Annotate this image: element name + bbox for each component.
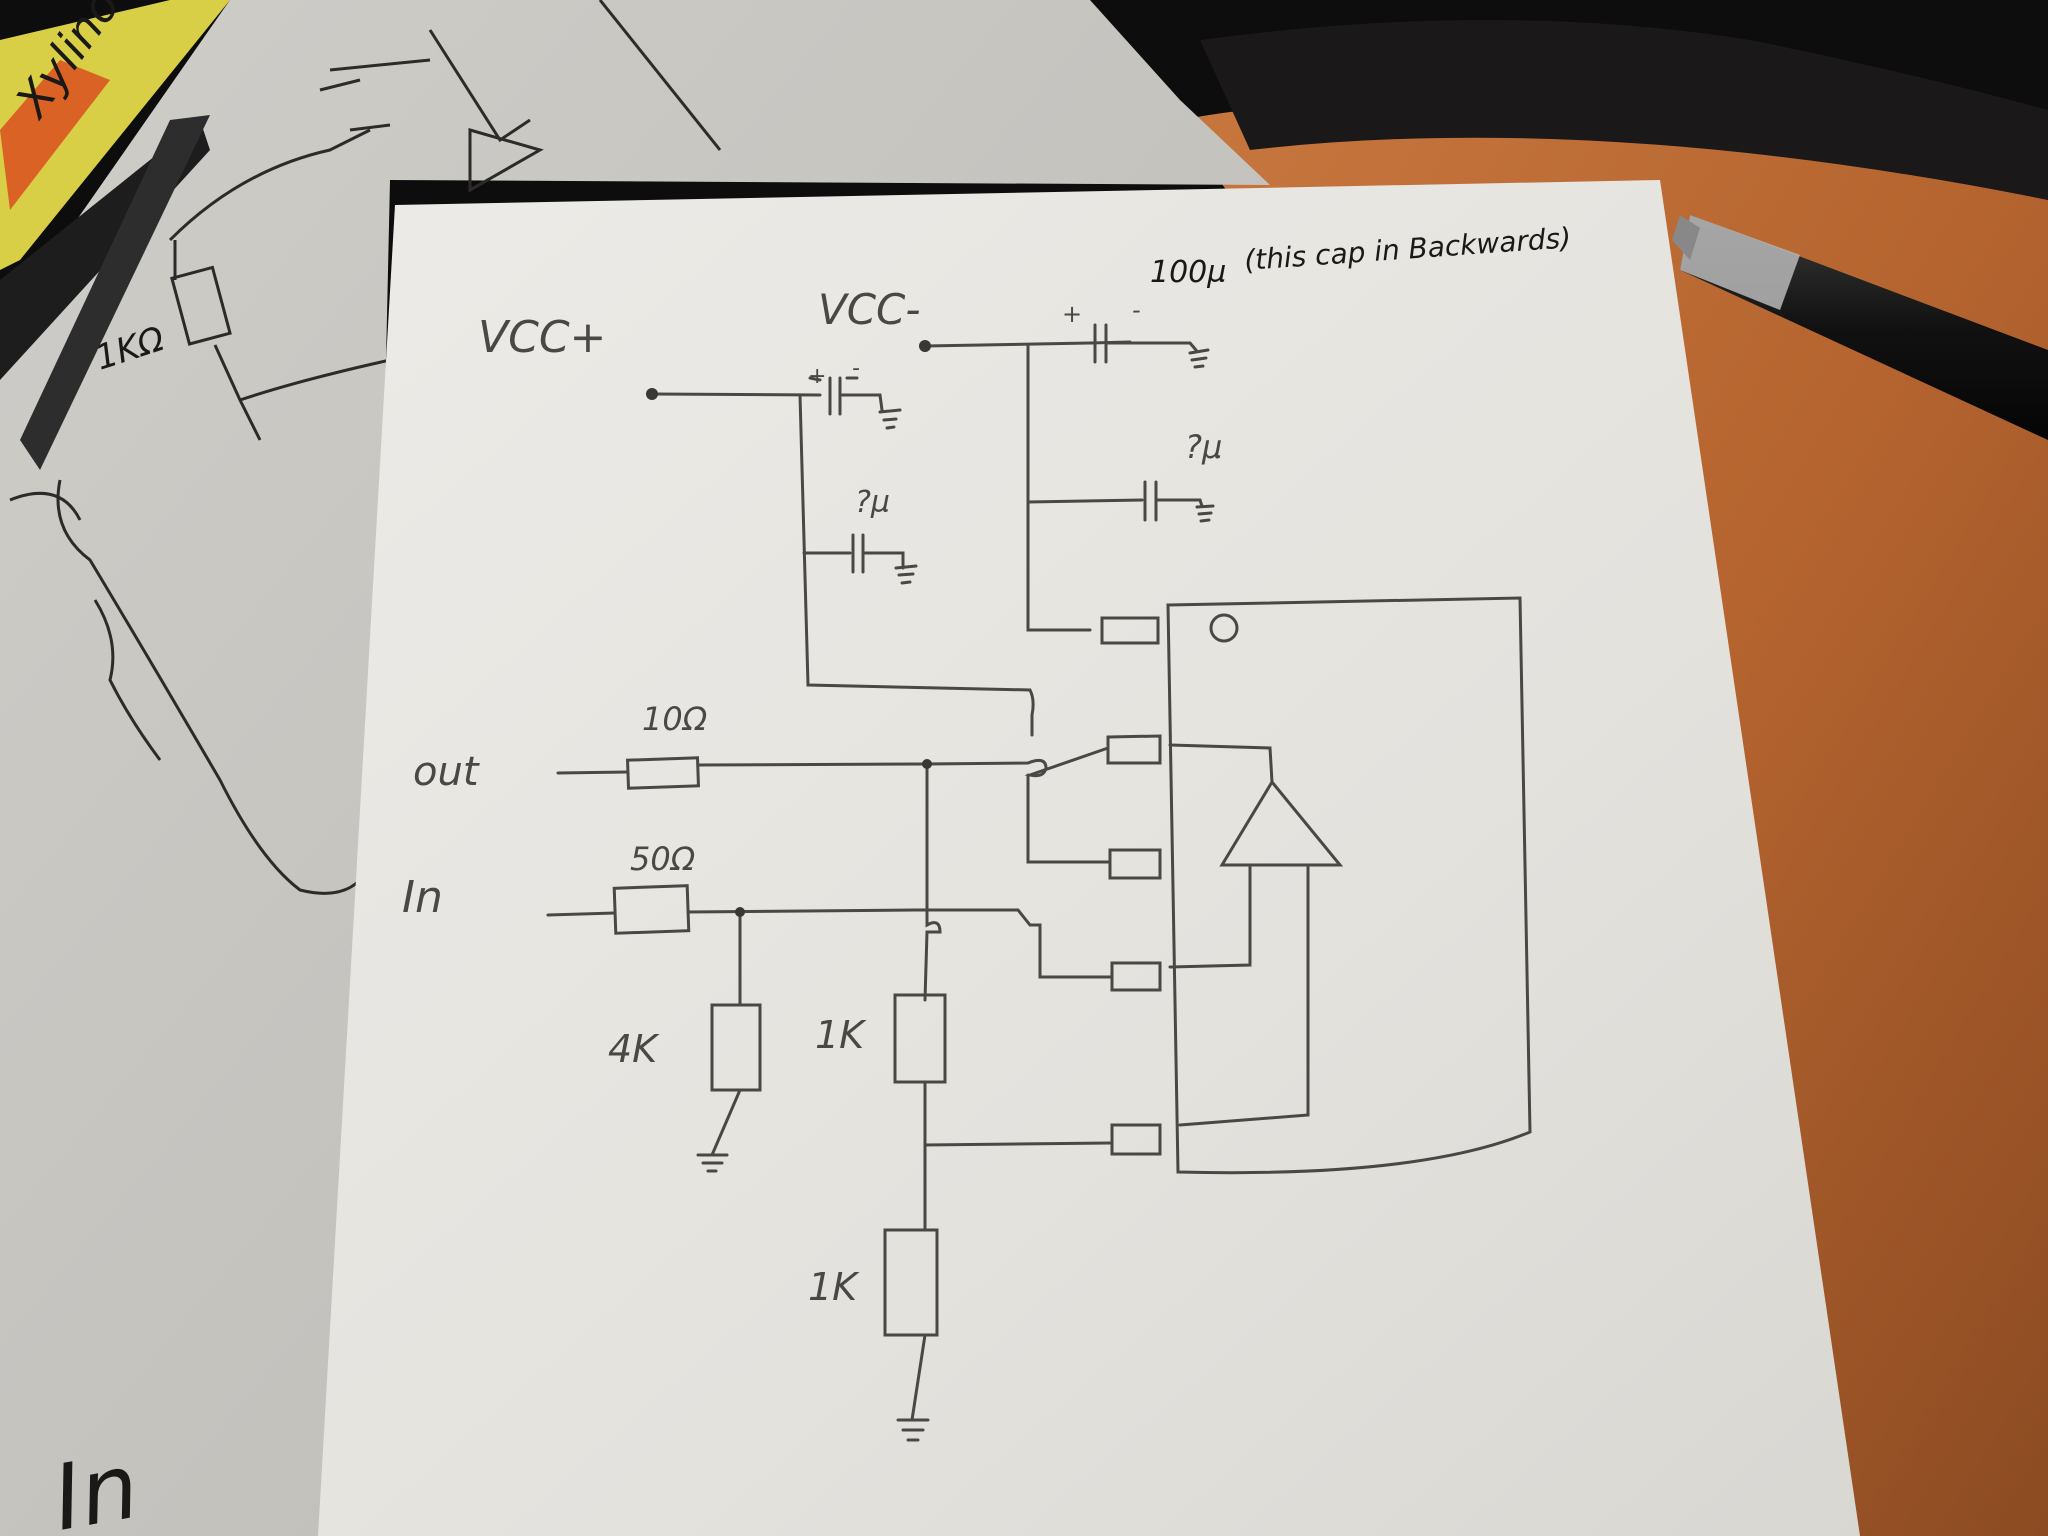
cap-unknown-left: ?µ	[855, 485, 890, 520]
in-label: In	[402, 872, 443, 923]
background-sheet	[0, 0, 1270, 1536]
background-corner-text: In	[46, 1434, 147, 1536]
r-feedback-value: 1K	[815, 1013, 867, 1057]
cap-vccplus-plus: +	[808, 364, 826, 389]
schematic-nodes	[646, 340, 932, 917]
r-in-value: 50Ω	[630, 840, 696, 878]
background-sheet-sketch	[9, 0, 722, 895]
dark-object-top-right	[1200, 20, 2048, 200]
out-label: out	[413, 749, 480, 795]
pen-icon	[1672, 215, 2048, 440]
cap-vccplus-minus: -	[852, 356, 860, 381]
r-pulldown-value: 4K	[608, 1027, 660, 1071]
r-ground-value: 1K	[808, 1265, 860, 1309]
vcc-minus-label: VCC-	[818, 285, 921, 334]
cap-unknown-right: ?µ	[1185, 428, 1222, 466]
r-out-value: 10Ω	[642, 700, 708, 738]
vcc-plus-label: VCC+	[478, 312, 606, 363]
cap-main-minus: -	[1132, 296, 1141, 324]
schematic-wires	[546, 323, 1532, 1442]
main-sheet	[318, 180, 1860, 1536]
marker-icon: Xylino	[0, 0, 230, 470]
cap-main-value: 100µ	[1150, 255, 1226, 290]
cap-main-plus: +	[1062, 300, 1082, 328]
